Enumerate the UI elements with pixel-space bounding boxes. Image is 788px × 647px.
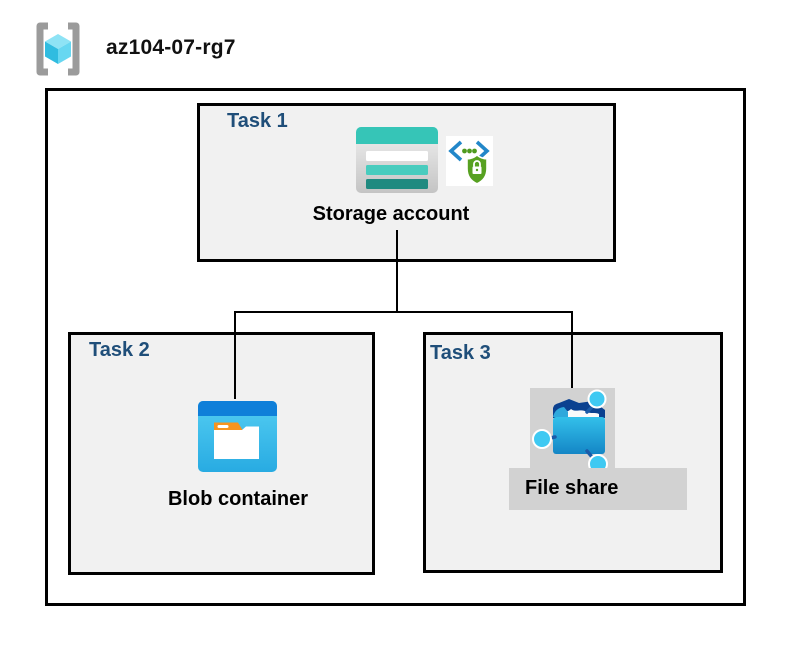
task1-label: Task 1 [227, 110, 288, 132]
storage-account-label: Storage account [312, 203, 470, 225]
file-share-label: File share [509, 468, 687, 510]
task2-label: Task 2 [89, 339, 150, 361]
connector-to-fileshare [571, 311, 573, 390]
blob-container-icon [198, 401, 277, 472]
file-share-icon [532, 389, 608, 474]
connector-horizontal [234, 311, 573, 313]
resource-group-icon [36, 22, 80, 76]
connector-to-blob [234, 311, 236, 399]
connector-storage-down [396, 230, 398, 313]
task3-label: Task 3 [430, 342, 491, 364]
resource-group-title: az104-07-rg7 [106, 36, 236, 59]
secure-endpoint-icon [446, 136, 493, 186]
storage-account-icon [356, 127, 438, 193]
blob-container-label: Blob container [167, 488, 308, 510]
